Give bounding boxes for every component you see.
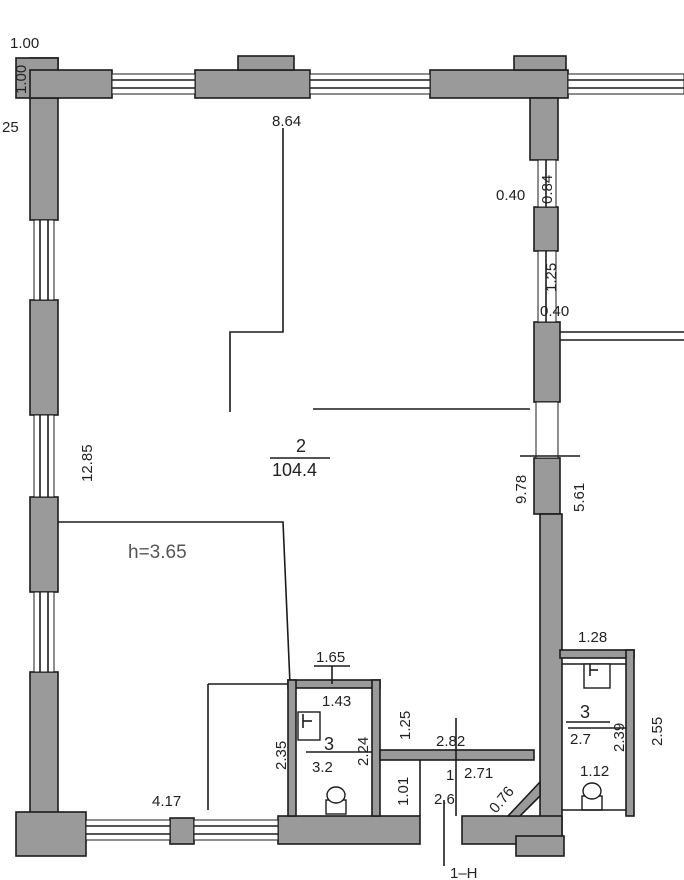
dim-right-wall-length: 9.78 (513, 475, 530, 504)
wc-right-block (559, 649, 635, 817)
dim-corridor-w: 2.82 (436, 733, 465, 750)
right-openings (535, 159, 684, 459)
toilet-right-icon (581, 782, 603, 811)
dim-right-pier-a: 0.40 (496, 187, 525, 204)
dim-wc-left-inner: 1.43 (322, 693, 351, 710)
section-mark: 1–H (450, 865, 478, 880)
room-main-number: 2 (296, 436, 306, 456)
top-windows (111, 73, 684, 95)
bottom-windows (85, 819, 279, 841)
dim-small-w: 2.71 (464, 765, 493, 782)
left-windows (33, 219, 55, 673)
dim-wc-right-h1: 2.39 (611, 723, 628, 752)
interior-lines (58, 128, 580, 810)
room-small-area: 2.6 (434, 791, 455, 808)
sink-icon (297, 711, 321, 741)
room-main-area: 104.4 (272, 460, 317, 480)
dim-wc-right-top: 1.28 (578, 629, 607, 646)
small-room-block (379, 718, 541, 866)
dim-wc-right-h2: 2.55 (649, 717, 666, 746)
dim-right-opening: 1.25 (543, 263, 560, 292)
toilet-icon (325, 786, 347, 815)
dim-outer-right: 5.61 (571, 483, 588, 512)
room-wc-left-area: 3.2 (312, 759, 333, 776)
room-wc-right-number: 3 (580, 702, 590, 722)
dim-main-width: 8.64 (272, 113, 301, 130)
right-wall (529, 97, 563, 837)
dim-small-h: 1.01 (395, 777, 412, 806)
room-small-number: 1 (446, 767, 454, 784)
dim-bottom-left: 4.17 (152, 793, 181, 810)
dim-right-pier-b: 0.84 (539, 175, 556, 204)
dim-main-height: 12.85 (79, 444, 96, 482)
ceiling-height: h=3.65 (128, 542, 187, 563)
bottom-wall (169, 815, 565, 857)
top-wall (29, 55, 569, 99)
dim-wc-right-bottom: 1.12 (580, 763, 609, 780)
dim-left-top: 25 (2, 119, 19, 136)
dim-wc-left-top: 1.65 (316, 649, 345, 666)
dim-left-vertical: 1.00 (13, 65, 30, 94)
dim-wc-left-inner-h: 2.24 (355, 737, 372, 766)
room-wc-left-number: 3 (324, 734, 334, 754)
dim-corridor-h: 1.25 (397, 711, 414, 740)
sink-right-icon (583, 663, 611, 689)
dim-top-left: 1.00 (10, 35, 39, 52)
room-wc-right-area: 2.7 (570, 731, 591, 748)
wc-left-block (287, 679, 381, 817)
dim-wc-left-height: 2.35 (273, 741, 290, 770)
dim-right-pier-c: 0.40 (540, 303, 569, 320)
